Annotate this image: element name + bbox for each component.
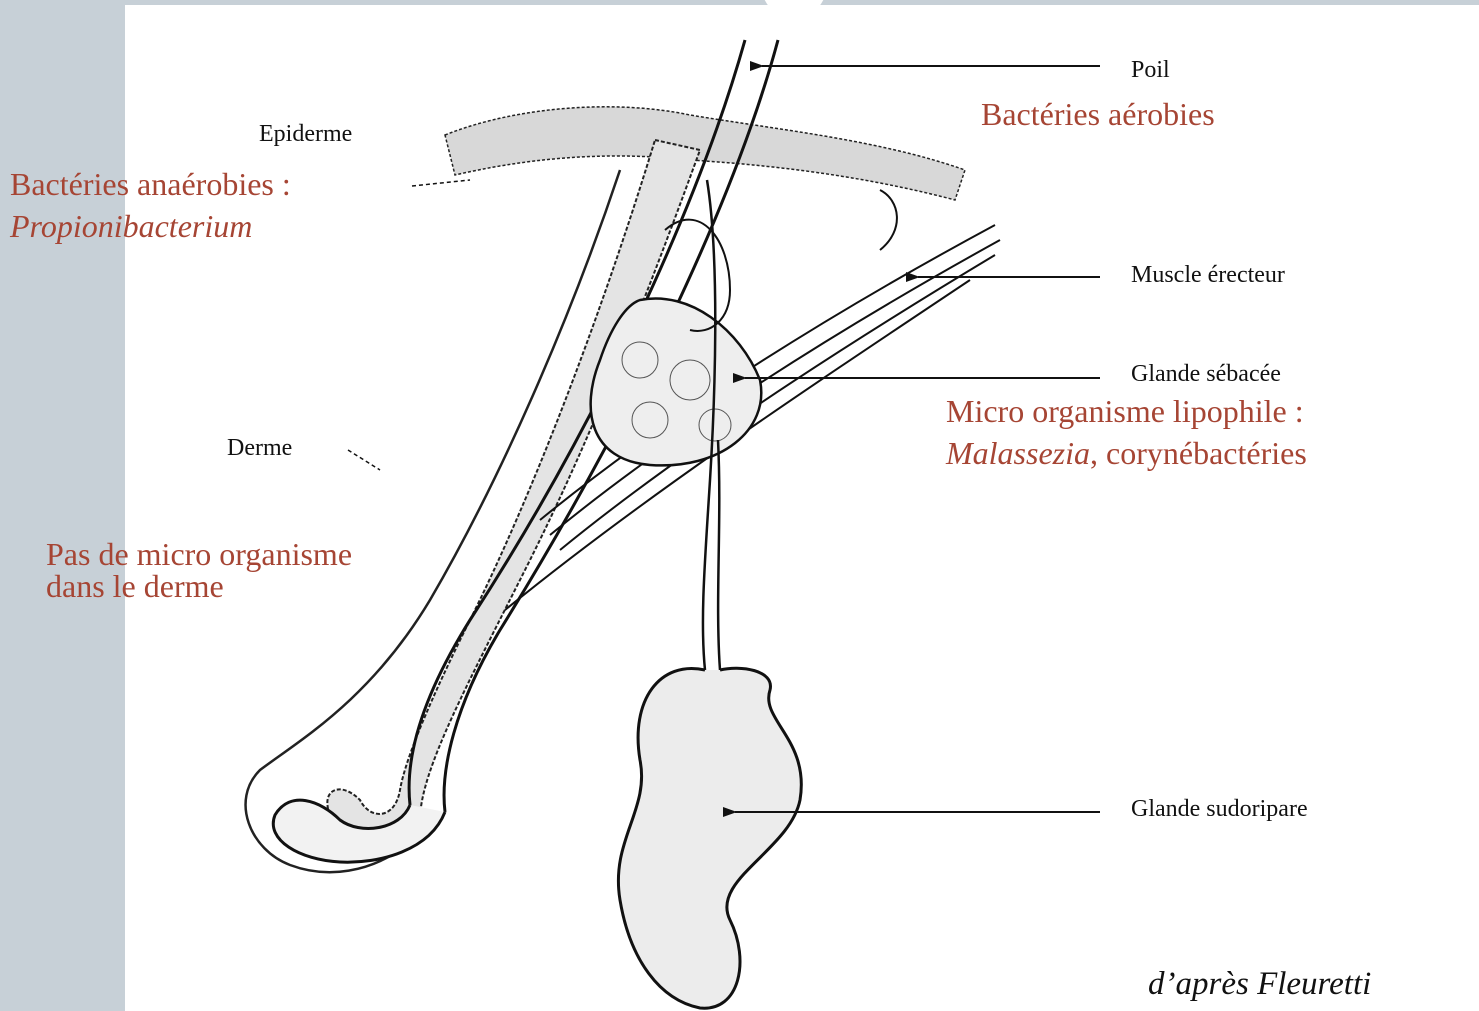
annotation-corynebacteries: , corynébactéries [1090,435,1307,471]
label-muscle-erecteur: Muscle érecteur [1131,263,1285,287]
annotation-micro-organisme-lipophile: Micro organisme lipophile : [946,395,1304,427]
epidermis-layer [445,107,965,200]
label-glande-sudoripare: Glande sudoripare [1131,797,1308,821]
annotation-malassezia-line: Malassezia, corynébactéries [946,437,1307,469]
epiderme-leader [412,180,470,186]
label-epiderme: Epiderme [259,122,352,146]
annotation-bacteries-aerobies: Bactéries aérobies [981,98,1215,130]
label-poil: Poil [1131,58,1170,82]
source-credit: d’après Fleuretti [1148,968,1371,1001]
annotation-bacteries-anaerobies: Bactéries anaérobies : [10,168,291,200]
annotation-pas-de-micro-organisme: Pas de micro organisme dans le derme [46,538,376,602]
derme-leader [348,450,380,470]
sweat-duct-right [718,440,720,670]
muscle-fibers-5 [880,190,897,250]
label-derme: Derme [227,436,292,460]
label-glande-sebacee: Glande sébacée [1131,362,1281,386]
annotation-propionibacterium: Propionibacterium [10,210,252,242]
sweat-gland [618,668,801,1008]
sebaceous-gland [591,298,762,465]
annotation-malassezia: Malassezia [946,435,1090,471]
